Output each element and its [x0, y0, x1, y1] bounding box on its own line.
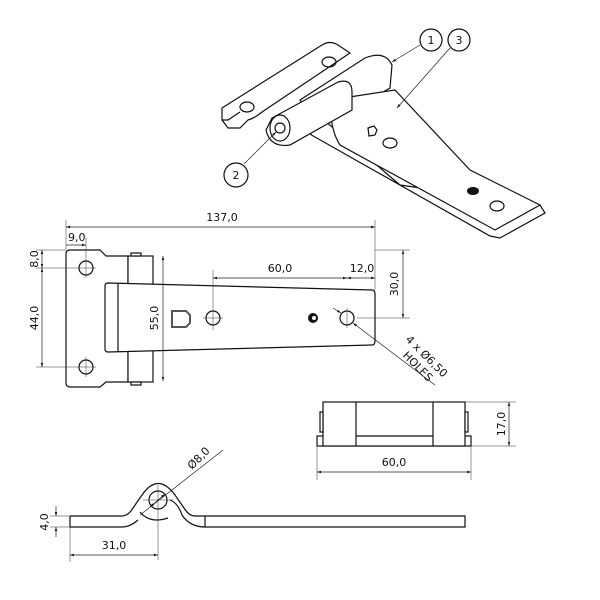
dim-knuckle-length: 55,0 — [148, 306, 161, 331]
balloon-1: 1 — [419, 28, 443, 52]
dim-side-width: 60,0 — [382, 456, 407, 469]
front-view: 137,0 9,0 8,0 44,0 55,0 60,0 12,0 30,0 4… — [28, 211, 450, 388]
balloon-3-label: 3 — [456, 34, 463, 47]
dim-hole-spacing-horizontal: 60,0 — [268, 262, 293, 275]
balloon-1-label: 1 — [428, 34, 435, 47]
dim-hole-spacing-vertical: 44,0 — [28, 306, 41, 331]
dim-pin-diameter: Ø8,0 — [185, 444, 213, 472]
dim-top-offset: 8,0 — [28, 250, 41, 268]
dim-hole-height: 30,0 — [388, 272, 401, 297]
side-view: 17,0 60,0 — [316, 401, 516, 480]
balloon-2-label: 2 — [233, 169, 240, 182]
dim-pin-offset: 31,0 — [102, 539, 127, 552]
isometric-view: 1 3 2 — [221, 28, 546, 239]
dim-edge-to-hole: 9,0 — [68, 231, 86, 244]
dim-thickness: 4,0 — [38, 513, 51, 531]
dim-overall-length: 137,0 — [206, 211, 238, 224]
dim-side-height: 17,0 — [495, 412, 508, 437]
dim-end-offset: 12,0 — [350, 262, 375, 275]
balloon-2: 2 — [223, 162, 249, 188]
balloon-3: 3 — [447, 28, 471, 52]
